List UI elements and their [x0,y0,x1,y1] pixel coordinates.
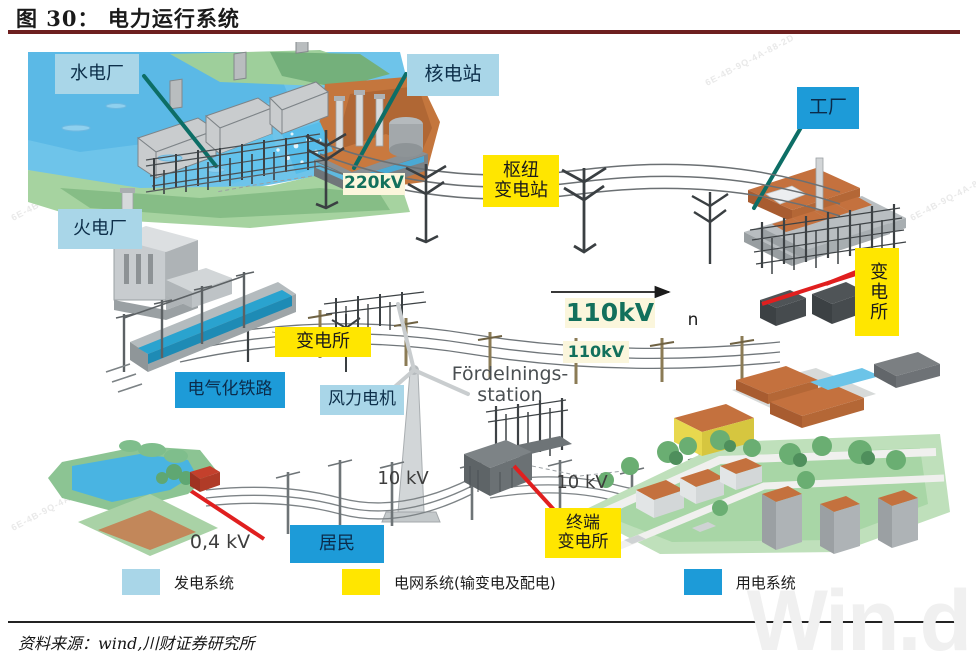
label-hub-substation: 枢纽 变电站 [483,155,559,207]
distribution-10kv-left [180,459,485,541]
legend-label-generation: 发电系统 [174,573,235,592]
label-thermal-plant: 火电厂 [58,209,142,249]
label-wind-turbine: 风力电机 [320,385,404,415]
legend-label-grid: 电网系统(输变电及配电) [394,573,556,592]
label-distribution-station: Fördelnings- station [451,362,569,406]
label-hydro-plant: 水电厂 [55,54,139,94]
label-terminal-substation: 终端 变电所 [545,508,621,558]
figure-header: 图 30： 电力运行系统 [16,4,960,38]
hub-substation-structure [749,204,907,274]
header-divider [8,30,960,34]
red-feeder-04kv [180,483,266,541]
label-voltage-10kv-right: 10 kV [556,471,608,493]
source-note: 资料来源：wind,川财证券研究所 [18,634,255,653]
transmission-110kv [179,302,781,384]
legend-label-consumption: 用电系统 [735,573,796,592]
label-voltage-110kv-secondary: 110kV [563,341,629,363]
electrified-railway [105,271,321,393]
lake-village-scene [48,440,220,556]
legend-item-grid: 电网系统(输变电及配电) [342,569,556,595]
label-residents: 居民 [290,525,384,563]
label-electrified-railway: 电气化铁路 [175,372,285,408]
power-system-illustration [20,42,956,562]
label-flow-marker: n [687,310,699,331]
label-substation-right: 变电所 [855,248,899,336]
factory-scene [744,110,906,266]
label-voltage-110kv-primary: 110kV [565,298,655,328]
label-voltage-04kv: 0,4 kV [189,531,251,554]
thermal-plant-scene [113,188,232,320]
label-voltage-10kv-left: 10 kV [377,467,429,489]
label-voltage-220kv: 220kV [343,173,405,195]
legend-item-consumption: 用电系统 [683,569,796,595]
footer-divider [8,621,960,623]
label-substation-mid: 变电所 [275,327,371,357]
label-factory: 工厂 [797,87,859,129]
legend-swatch-grid [342,569,381,595]
legend-item-generation: 发电系统 [122,569,234,595]
legend-swatch-consumption [683,569,722,595]
page-title: 图 30： 电力运行系统 [16,6,240,31]
legend-swatch-generation [122,569,160,595]
terminal-substation-box [464,440,532,496]
city-scene [580,352,950,554]
switchyard-220kv [145,133,327,194]
label-nuclear-plant: 核电站 [407,54,499,96]
legend: 发电系统 电网系统(输变电及配电) 用电系统 [122,566,882,598]
